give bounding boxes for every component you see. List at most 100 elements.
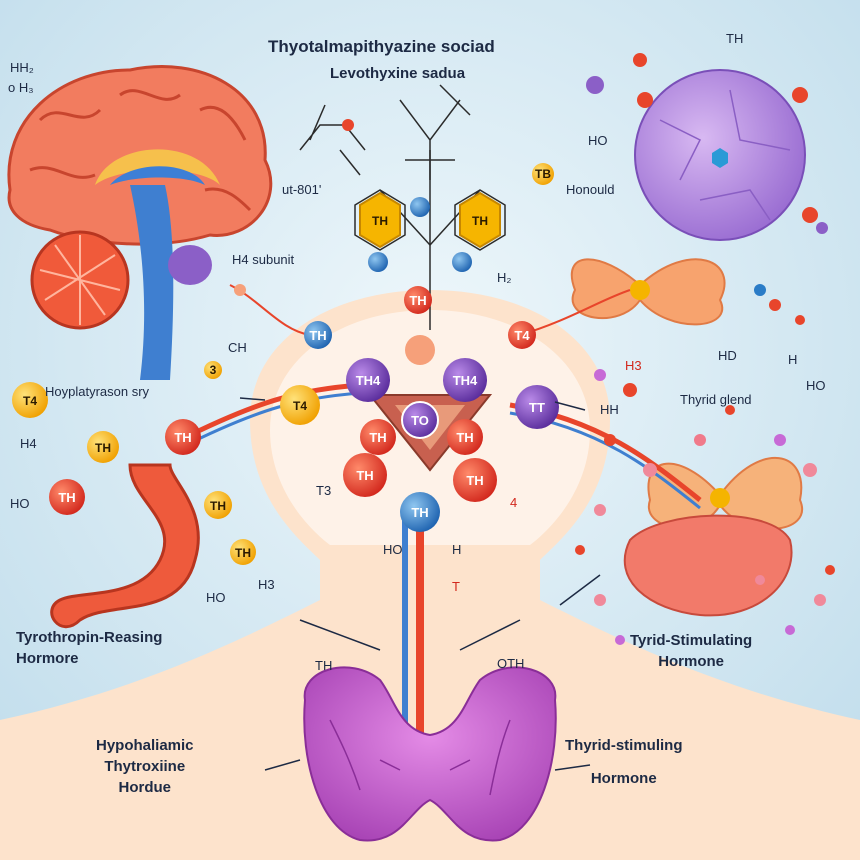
- caption-tsh2-line1: Thyrid-stimuling: [565, 737, 683, 754]
- organ-right: [623, 514, 793, 617]
- orange-t4-left-label: T4: [23, 394, 37, 408]
- hex-left-label: TH: [372, 214, 388, 228]
- ball-small-label: 3: [210, 363, 217, 377]
- molecule-blue-low: TH: [400, 492, 440, 532]
- orange-th-left-label: TH: [95, 441, 111, 455]
- label-h-right: H: [788, 352, 798, 367]
- label-th-low-left: TH: [315, 658, 333, 673]
- label-four-small: 4: [510, 495, 518, 510]
- red-center-left-label: TH: [369, 430, 386, 445]
- caption-tsh2: Thyrid-stimuling Hormone: [565, 735, 683, 789]
- brain: [7, 65, 273, 380]
- label-hd-right: HD: [718, 348, 737, 363]
- caption-tsh2-line2: Hormone: [590, 770, 657, 787]
- label-hh-right: HH: [600, 402, 619, 417]
- molecule-red-center-right: TH: [447, 419, 483, 455]
- center-ball-label: TO: [411, 413, 429, 428]
- atom-red-o: [342, 119, 354, 131]
- molecule-purple-a: TH4: [346, 358, 390, 402]
- label-ho-top: HO: [588, 133, 608, 148]
- molecule-red-upper-left: TH: [49, 479, 85, 515]
- label-hypo-small: Hoyplatyrason sry: [45, 384, 150, 399]
- purple-c-label: TT: [529, 400, 545, 415]
- molecule-ball-small: 3: [204, 361, 222, 379]
- orange-th-low-label: TH: [210, 499, 226, 513]
- label-t-center: T: [452, 579, 460, 594]
- molecule-center-ball: TO: [401, 401, 439, 439]
- blue-mid-label: TH: [309, 328, 326, 343]
- orange-th-low2-label: TH: [235, 546, 251, 560]
- purple-cell: [634, 69, 806, 241]
- butterfly-upper: [570, 258, 726, 326]
- molecule-orange-th-low2: TH: [230, 539, 256, 565]
- label-ho-far-right: HO: [806, 378, 826, 393]
- atom-blue-top: [410, 197, 430, 217]
- molecule-red-t4: T4: [508, 321, 536, 349]
- molecule-blue-mid: TH: [304, 321, 332, 349]
- hex-molecule-right: TH: [459, 191, 501, 249]
- label-h4-subunit: H4 subunit: [232, 252, 295, 267]
- molecule-orange-th-left: TH: [87, 431, 119, 463]
- caption-trh: Tyrothropin-Reasing Hormore: [16, 627, 162, 669]
- page-subtitle: Levothyxine sadua: [330, 65, 466, 82]
- molecule-red-left: TH: [165, 419, 201, 455]
- caption-hypo-line2: Thytroxiine: [104, 758, 186, 775]
- artery-left: [178, 382, 361, 443]
- label-thyroid-gland: Thyrid glend: [680, 392, 752, 407]
- molecule-orange-t4-left: T4: [12, 382, 48, 418]
- molecule-purple-c: TT: [515, 385, 559, 429]
- label-honould: Honould: [566, 182, 615, 197]
- purple-a-label: TH4: [356, 373, 381, 388]
- blue-low-label: TH: [411, 505, 428, 520]
- label-ho-low: HO: [206, 590, 226, 605]
- label-top-left-oh: o H₃: [8, 80, 34, 95]
- label-h2-mid: H₂: [497, 270, 512, 285]
- label-ch: CH: [228, 340, 247, 355]
- label-ho-center: HO: [383, 542, 403, 557]
- label-t3-center: T3: [316, 483, 332, 498]
- ball-tb-label: TB: [535, 167, 551, 181]
- label-oth-low: OTH: [497, 656, 525, 671]
- scattered-atoms: [234, 53, 835, 645]
- neck-silhouette: [0, 290, 860, 860]
- hex-molecule-left: TH: [359, 191, 401, 249]
- caption-tsh: Tyrid-Stimulating Hormone: [630, 630, 752, 672]
- molecule-ball-tb: TB: [532, 163, 554, 185]
- label-ho-left: HO: [10, 496, 30, 511]
- label-top-left-h: HH₂: [10, 60, 34, 75]
- molecule-red-top: TH: [404, 286, 432, 314]
- caption-trh-line1: Tyrothropin-Reasing: [16, 629, 163, 646]
- caption-trh-line2: Hormore: [16, 650, 79, 667]
- molecule-orange-th-low: TH: [204, 491, 232, 519]
- thyroid-gland: [303, 666, 557, 842]
- label-h-center: H: [452, 542, 462, 557]
- molecule-purple-b: TH4: [443, 358, 487, 402]
- link-red-right: [519, 289, 631, 336]
- vein-left: [179, 391, 361, 450]
- caption-hypo-line1: Hypohaliamic: [96, 737, 194, 754]
- molecule-red-lower-left: TH: [343, 453, 387, 497]
- red-ll-label: TH: [356, 468, 373, 483]
- red-center-right-label: TH: [456, 430, 473, 445]
- hex-right-label: TH: [472, 214, 488, 228]
- caption-hypo: Hypohaliamic Thytroxiine Hordue: [96, 735, 194, 798]
- purple-b-label: TH4: [453, 373, 478, 388]
- red-top-label: TH: [409, 293, 426, 308]
- label-h3-low: H3: [258, 577, 275, 592]
- red-ul-label: TH: [58, 490, 75, 505]
- molecule-orange-t4-mid: T4: [280, 385, 320, 425]
- orange-t4-mid-label: T4: [293, 399, 307, 413]
- page-title: Thyotalmapithyazine sociad: [268, 37, 495, 56]
- label-h3-red: H3: [625, 358, 642, 373]
- pointer-lines: [239, 397, 601, 771]
- label-h4-left: H4: [20, 436, 37, 451]
- red-t4-label: T4: [514, 328, 530, 343]
- red-right-label: TH: [466, 473, 483, 488]
- stomach: [50, 463, 200, 629]
- label-ut801: ut-801': [282, 182, 322, 197]
- atom-blue-left: [368, 252, 388, 272]
- caption-hypo-line3: Hordue: [118, 779, 172, 796]
- label-th-top-right: TH: [726, 31, 744, 46]
